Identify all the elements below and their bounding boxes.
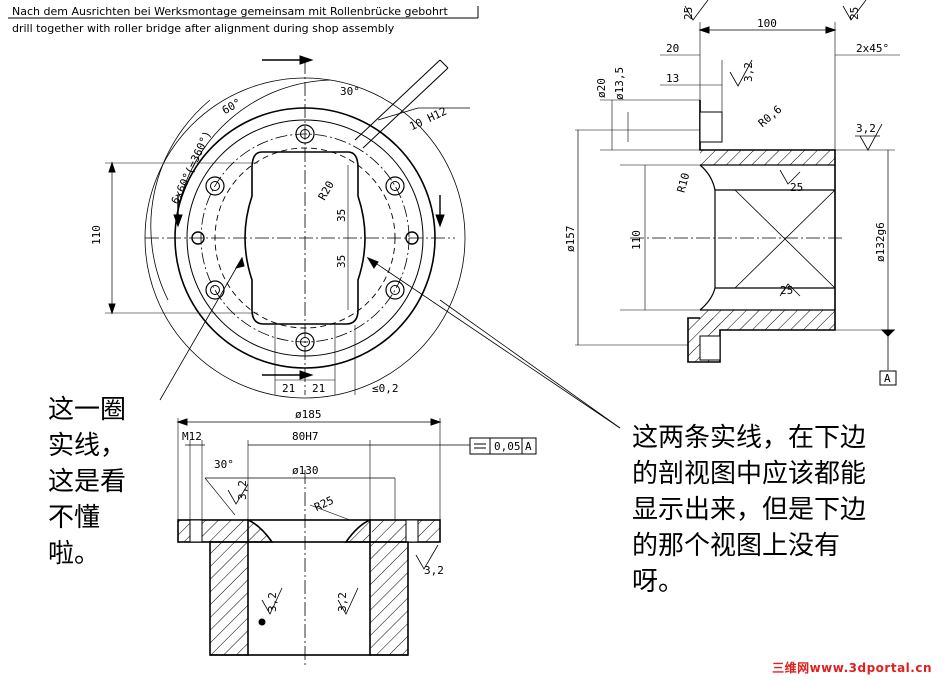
dim-m12: M12 <box>182 430 202 443</box>
roughness-25-upper: 25 <box>790 181 803 194</box>
dim-20: 20 <box>666 42 679 55</box>
shop-note: Nach dem Ausrichten bei Werksmontage gem… <box>8 5 479 35</box>
roughness-3-2-flange: 3,2 <box>424 564 444 577</box>
dim-phi20: ø20 <box>595 78 608 98</box>
dim-r20: R20 <box>316 179 337 203</box>
section-view <box>176 418 537 668</box>
roughness-3-2-inner-right: 3,2 <box>336 592 349 612</box>
dim-100: 100 <box>757 17 777 30</box>
roughness-25-left: 25 <box>682 7 695 20</box>
roughness-3-2-b: 3,2 <box>856 122 876 135</box>
dim-r25: R25 <box>312 494 336 514</box>
roughness-3-2-a: 3,2 <box>742 62 755 82</box>
dim-110-side: 110 <box>630 230 643 250</box>
right-comment: 这两条实线，在下边 的剖视图中应该都能 显示出来，但是下边 的那个视图上没有 呀… <box>632 423 867 597</box>
dim-80h7: 80H7 <box>292 430 319 443</box>
top-view <box>105 55 621 429</box>
dim-phi185: ø185 <box>295 408 322 421</box>
roughness-25-right: 25 <box>848 7 861 20</box>
inner-profile <box>244 151 366 325</box>
dim-phi157: ø157 <box>564 226 577 253</box>
datum-a: A <box>884 372 891 385</box>
dim-tolerance-02: ≤0,2 <box>372 382 399 395</box>
dim-phi132g6: ø132g6 <box>874 222 887 262</box>
outer-flange-circle <box>174 107 436 369</box>
note-german: Nach dem Ausrichten bei Werksmontage gem… <box>12 5 448 18</box>
section-view-dims: ø185 M12 80H7 0,05 A ø130 30° R25 3,2 3,… <box>182 408 532 612</box>
dim-phi13-5: ø13,5 <box>613 67 626 100</box>
dim-35-upper: 35 <box>335 209 348 222</box>
roughness-3-2-chamfer: 3,2 <box>236 480 249 500</box>
dim-phi130: ø130 <box>292 464 319 477</box>
dim-110: 110 <box>90 225 103 245</box>
dim-angle-60: 60° <box>220 96 244 117</box>
left-comment: 这一圈 实线， 这是看 不懂 啦。 <box>48 395 127 569</box>
dim-angle-30: 30° <box>340 85 360 98</box>
dim-35-lower: 35 <box>335 255 348 268</box>
dim-r0-6: R0,6 <box>756 103 785 130</box>
watermark: 三维网www.3dportal.cn <box>772 661 932 675</box>
dim-r10: R10 <box>675 171 693 194</box>
side-view <box>575 0 900 386</box>
bolt-circle <box>200 133 410 343</box>
dimension-arc-60 <box>144 77 466 399</box>
inner-dashed-circle <box>214 147 396 329</box>
dim-21-right: 21 <box>312 382 325 395</box>
dim-13: 13 <box>666 72 679 85</box>
dim-angle-30-section: 30° <box>214 458 234 471</box>
dim-21-left: 21 <box>282 382 295 395</box>
tolerance-datum: A <box>525 440 532 453</box>
dim-chamfer: 2x45° <box>856 42 889 55</box>
note-english: drill together with roller bridge after … <box>12 22 395 35</box>
roughness-3-2-inner-left: 3,2 <box>266 592 279 612</box>
bolt-holes <box>191 124 419 352</box>
tolerance-value: 0,05 <box>494 440 521 453</box>
roughness-25-lower: 25 <box>780 284 793 297</box>
